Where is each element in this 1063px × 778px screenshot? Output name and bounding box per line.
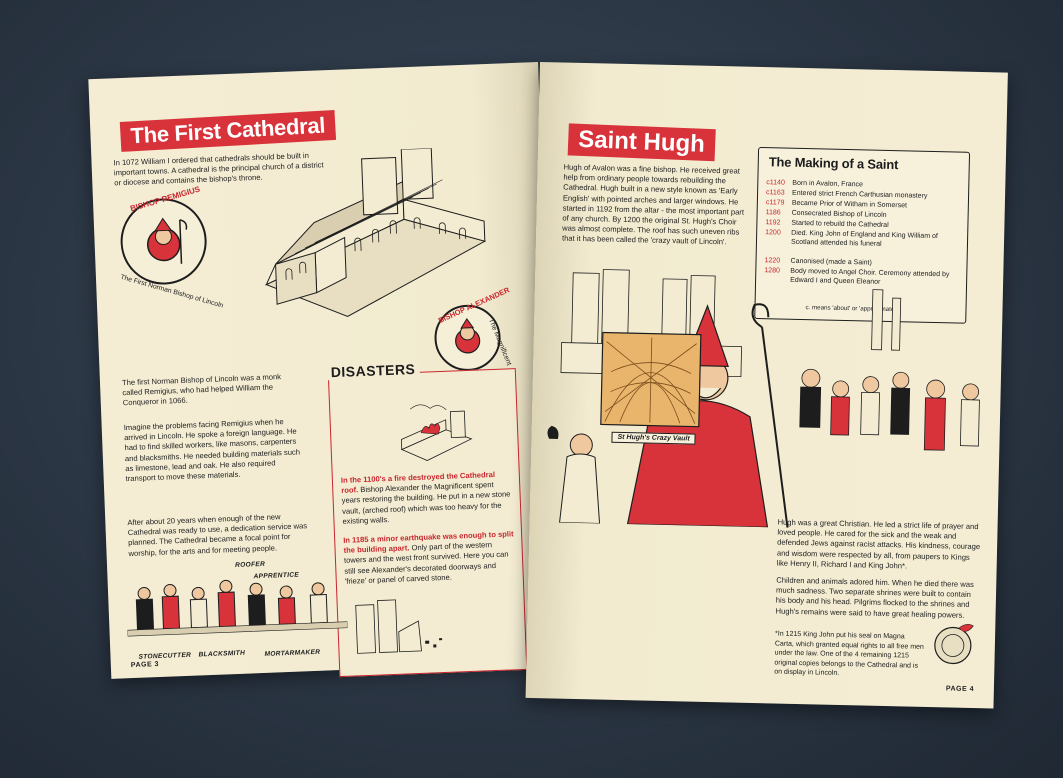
right-title-banner: Saint Hugh xyxy=(567,123,716,162)
left-body-2: Imagine the problems facing Remigius whe… xyxy=(123,417,301,484)
caption-blacksmith: BLACKSMITH xyxy=(198,649,246,659)
timeline-year: c1179 xyxy=(765,199,785,207)
burning-cathedral-icon xyxy=(400,404,473,461)
right-body-2: Children and animals adored him. When he… xyxy=(775,575,974,620)
timeline-event: Died. King John of England and King Will… xyxy=(790,229,938,248)
left-page: The First Cathedral In 1072 William I or… xyxy=(88,62,562,679)
left-body-1: The first Norman Bishop of Lincoln was a… xyxy=(121,372,282,408)
timeline-year: 1186 xyxy=(765,209,781,217)
remigius-roundel xyxy=(118,196,209,287)
left-page-title: The First Cathedral xyxy=(129,112,326,149)
right-intro: Hugh of Avalon was a fine bishop. He rec… xyxy=(561,162,745,247)
left-title-banner: The First Cathedral xyxy=(119,109,336,152)
disasters-paragraph-2: In 1185 a minor earthquake was enough to… xyxy=(343,529,517,587)
left-page-number: PAGE 3 xyxy=(130,660,160,670)
right-body-1: Hugh was a great Christian. He led a str… xyxy=(776,517,981,571)
crazy-vault-inset xyxy=(600,331,702,428)
disasters-box: DISASTERS In the 1100's a fire destroyed… xyxy=(326,360,528,678)
timeline-year: c1163 xyxy=(766,189,785,197)
left-body-3: After about 20 years when enough of the … xyxy=(127,512,308,558)
caption-mortarmaker: MORTARMAKER xyxy=(264,648,321,658)
workers-illustration xyxy=(127,579,348,637)
disasters-label: DISASTERS xyxy=(326,360,420,381)
caption-roofer: ROOFER xyxy=(234,560,266,569)
right-page-title: Saint Hugh xyxy=(577,125,706,158)
right-page: Saint Hugh Hugh of Avalon was a fine bis… xyxy=(525,62,1008,709)
cathedral-illustration xyxy=(265,147,487,318)
timeline-year: c1140 xyxy=(766,179,785,187)
crazy-vault-label: St Hugh's Crazy Vault xyxy=(611,431,696,445)
earthquake-ruins-icon xyxy=(355,599,443,654)
caption-stonecutter: STONECUTTER xyxy=(138,651,192,661)
disasters-fire-text: Bishop Alexander the Magnificent spent y… xyxy=(341,480,511,526)
right-footnote: *In 1215 King John put his seal on Magna… xyxy=(774,630,924,678)
alexander-roundel xyxy=(433,303,502,373)
timeline-year: 1220 xyxy=(764,257,781,265)
timeline-year: 1200 xyxy=(765,229,781,237)
bishop-remigius-icon xyxy=(146,217,188,264)
timeline-row: 1200 Died. King John of England and King … xyxy=(765,228,961,252)
timeline-title: The Making of a Saint xyxy=(768,154,899,173)
magna-carta-seal-icon xyxy=(934,623,974,665)
disasters-paragraph-1: In the 1100's a fire destroyed the Cathe… xyxy=(341,469,515,527)
bishop-alexander-icon xyxy=(455,318,481,354)
timeline-year: 1192 xyxy=(765,219,781,227)
right-page-number: PAGE 4 xyxy=(945,685,975,694)
